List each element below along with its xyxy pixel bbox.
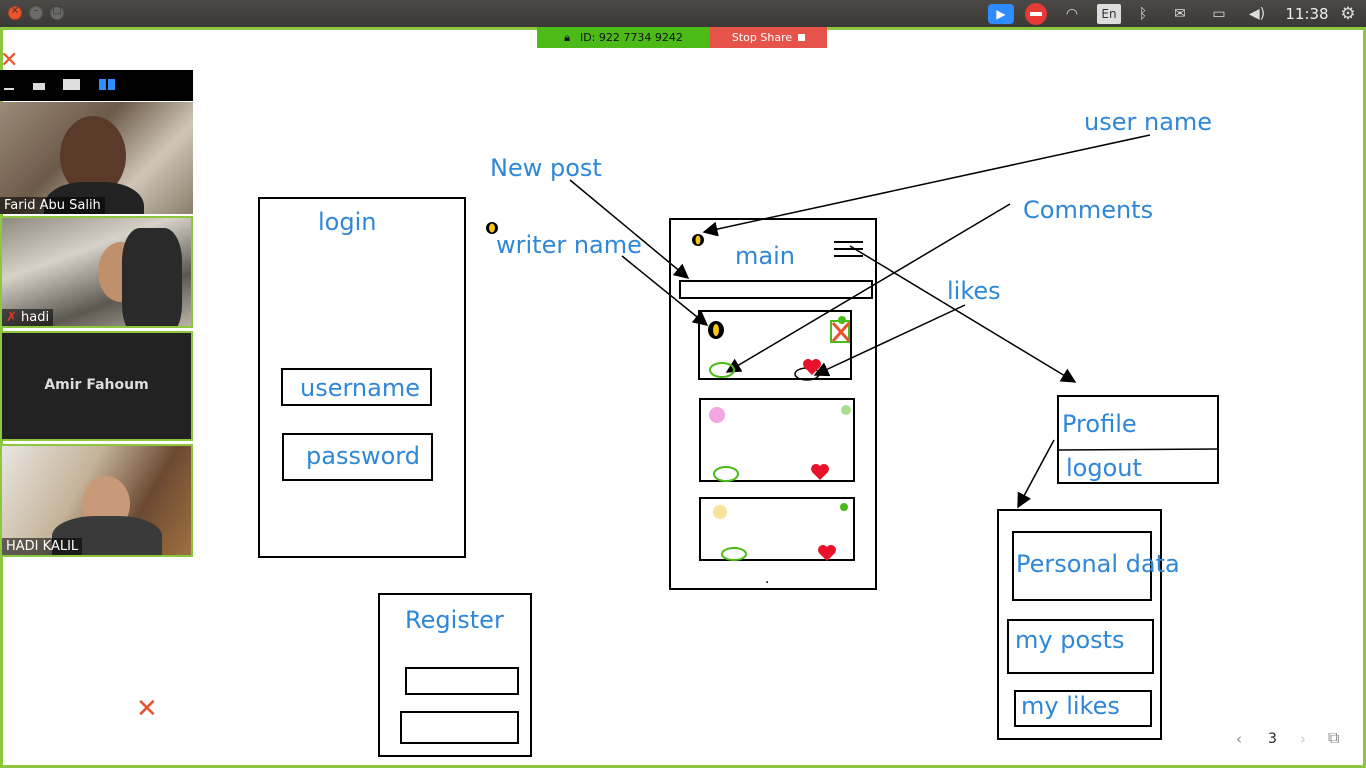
window-close-button[interactable]: × [8, 5, 22, 20]
do-not-disturb-icon[interactable] [1025, 3, 1047, 25]
likes-annotation: likes [947, 277, 1001, 305]
lock-icon: 🔒︎ [564, 31, 570, 44]
main-title: main [735, 242, 795, 270]
login-screen-frame [258, 197, 466, 558]
eraser-x-icon: ✕ [136, 694, 158, 724]
collapse-panel-icon[interactable]: ✕ [0, 48, 19, 73]
username-label: username [300, 374, 420, 402]
participant-video-tile[interactable]: HADI KALIL [0, 444, 193, 557]
password-label: password [306, 442, 420, 470]
stop-share-button[interactable]: Stop Share [710, 27, 827, 48]
clock[interactable]: 11:38 [1285, 5, 1329, 23]
single-video-icon[interactable] [33, 83, 45, 90]
my-posts-label: my posts [1015, 626, 1125, 654]
writer-name-annotation: writer name [496, 231, 642, 259]
bluetooth-icon[interactable]: ᛒ [1138, 6, 1148, 22]
participant-name: ✗ hadi [2, 309, 54, 326]
settings-gear-icon[interactable]: ⚙ [1340, 4, 1356, 24]
stop-icon [798, 34, 806, 41]
username-field [281, 368, 432, 406]
post-card [699, 497, 855, 561]
participant-video-tile[interactable]: Farid Abu Salih [0, 102, 193, 214]
my-likes-label: my likes [1021, 692, 1120, 720]
participant-name: Amir Fahoum [44, 377, 149, 393]
window-maximize-button[interactable]: □ [50, 5, 64, 20]
new-page-icon[interactable]: ⧉ [1328, 728, 1340, 747]
muted-mic-icon: ✗ [6, 310, 17, 325]
my-posts-box [1007, 619, 1154, 674]
post-card [698, 310, 852, 380]
mail-icon[interactable]: ✉ [1174, 6, 1186, 22]
prev-page-button[interactable]: ‹ [1236, 730, 1242, 748]
battery-icon[interactable]: ▭ [1212, 6, 1226, 22]
profile-screen-frame [997, 509, 1162, 740]
comments-annotation: Comments [1023, 196, 1154, 224]
participant-video-tile[interactable]: Amir Fahoum [0, 331, 193, 441]
new-post-annotation: New post [490, 154, 602, 182]
active-speaker-icon[interactable] [63, 79, 80, 90]
user-name-annotation: user name [1084, 108, 1213, 136]
minimize-video-icon[interactable] [4, 88, 14, 90]
logout-menu-item: logout [1066, 454, 1142, 482]
register-field-2 [400, 711, 519, 744]
post-card [699, 398, 855, 482]
participant-video-tile[interactable]: ✗ hadi [0, 216, 193, 328]
system-top-bar: × – □ ▶ ◠ En ᛒ ✉ ▭ ◀) 11:38 ⚙ [0, 0, 1366, 27]
register-field-1 [405, 667, 519, 695]
profile-menu-item: Profile [1062, 410, 1137, 438]
personal-data-box [1012, 531, 1152, 601]
register-screen-frame [378, 593, 532, 757]
video-layout-toolbar [0, 70, 193, 101]
personal-data-label: Personal data [1016, 550, 1180, 578]
participant-name: Farid Abu Salih [0, 197, 105, 214]
login-title: login [318, 208, 377, 236]
screen-share-bar: 🔒︎ID: 922 7734 9242 Stop Share [537, 27, 827, 48]
register-title: Register [405, 606, 504, 634]
wifi-icon[interactable]: ◠ [1065, 6, 1079, 22]
my-likes-box [1014, 690, 1152, 727]
menu-dropdown-frame [1057, 395, 1219, 484]
gallery-view-icon[interactable] [99, 79, 115, 90]
page-number: 3 [1268, 731, 1277, 747]
page-dot: . [765, 571, 770, 587]
meeting-id-label: 🔒︎ID: 922 7734 9242 [537, 27, 710, 48]
keyboard-language-icon[interactable]: En [1097, 4, 1121, 24]
new-post-input [679, 280, 873, 299]
next-page-button[interactable]: › [1300, 730, 1306, 748]
password-field [282, 433, 433, 481]
zoom-icon[interactable]: ▶ [988, 4, 1014, 24]
window-minimize-button[interactable]: – [29, 5, 43, 20]
volume-icon[interactable]: ◀) [1248, 6, 1266, 22]
participant-name: HADI KALIL [2, 538, 83, 555]
